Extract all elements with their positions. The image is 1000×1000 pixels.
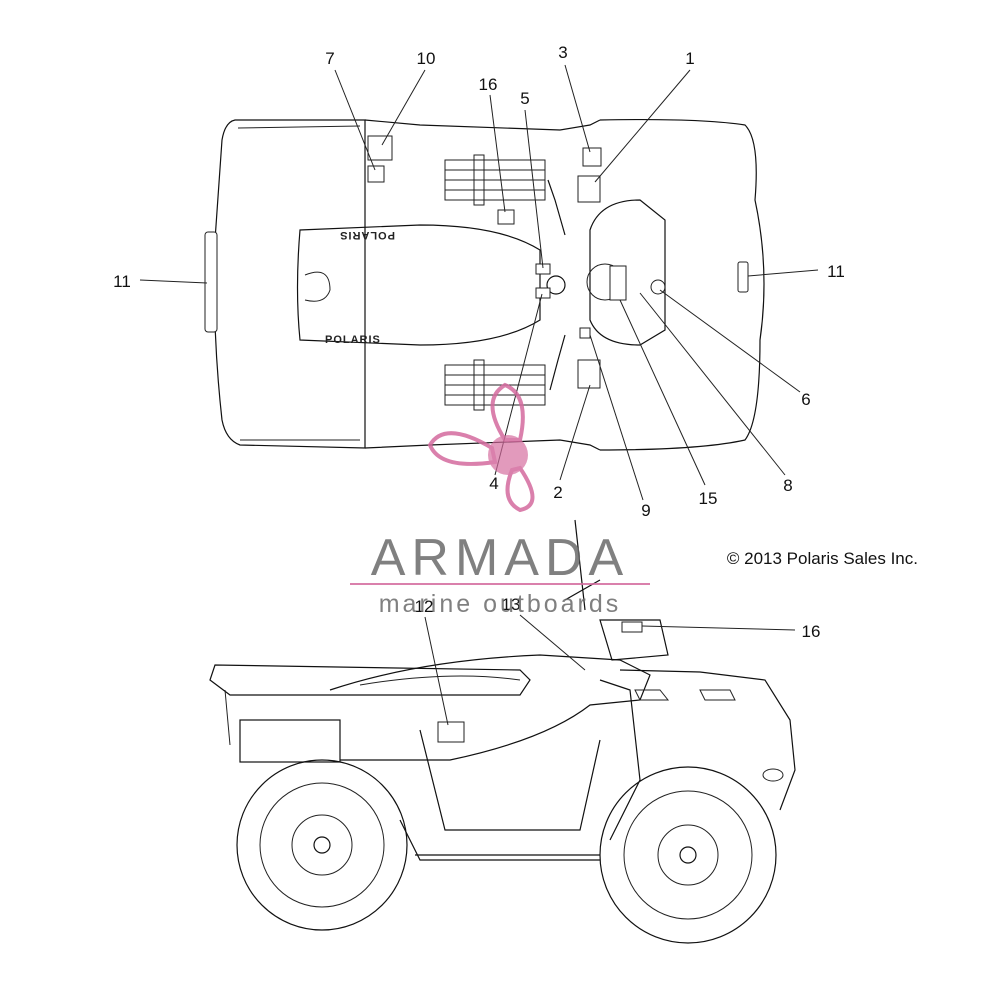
callout-12: 12 — [415, 597, 434, 616]
callout-7: 7 — [325, 49, 334, 68]
callout-9: 9 — [641, 501, 650, 520]
propeller-logo — [427, 382, 535, 513]
atv-side-view — [209, 519, 796, 944]
watermark-tagline: marine outboards — [379, 590, 622, 618]
callout-11-front: 11 — [827, 262, 845, 281]
callout-16: 16 — [802, 622, 821, 641]
callout-2: 2 — [553, 483, 562, 502]
callout-11-rear: 11 — [113, 272, 131, 291]
decal-2 — [577, 359, 601, 389]
armada-watermark: ARMADA marine outboards — [350, 382, 650, 618]
callout-13: 13 — [502, 595, 521, 614]
decal-10 — [367, 135, 393, 161]
callout-5: 5 — [520, 89, 529, 108]
callout-14: 16 — [479, 75, 498, 94]
decal-15 — [609, 265, 627, 301]
decal-9 — [579, 327, 591, 339]
right-footrest — [444, 359, 546, 411]
callout-15: 15 — [699, 489, 718, 508]
decal-3 — [582, 147, 602, 167]
top-leader-lines — [139, 64, 819, 501]
callout-labels: 7 10 16 5 3 1 11 11 6 8 15 9 2 4 12 13 1… — [113, 43, 845, 641]
decal-16 — [621, 621, 643, 633]
svg-text:POLARIS: POLARIS — [339, 229, 395, 241]
callout-6: 6 — [801, 390, 810, 409]
callout-8: 8 — [783, 476, 792, 495]
decal-4 — [535, 287, 551, 299]
callout-1: 1 — [685, 49, 694, 68]
callout-10: 10 — [417, 49, 436, 68]
decal-14 — [497, 209, 515, 225]
svg-text:POLARIS: POLARIS — [325, 334, 381, 346]
side-leader-lines — [424, 614, 796, 726]
callout-4: 4 — [489, 474, 498, 493]
decal-12 — [437, 721, 465, 743]
rear-reflector — [204, 231, 218, 333]
callout-3: 3 — [558, 43, 567, 62]
left-footrest — [444, 154, 546, 206]
decal-7 — [367, 165, 385, 183]
decal-1 — [577, 175, 601, 203]
watermark-name: ARMADA — [371, 529, 629, 587]
atv-top-view: POLARIS POLARIS — [204, 118, 765, 451]
copyright-text: © 2013 Polaris Sales Inc. — [727, 549, 918, 568]
